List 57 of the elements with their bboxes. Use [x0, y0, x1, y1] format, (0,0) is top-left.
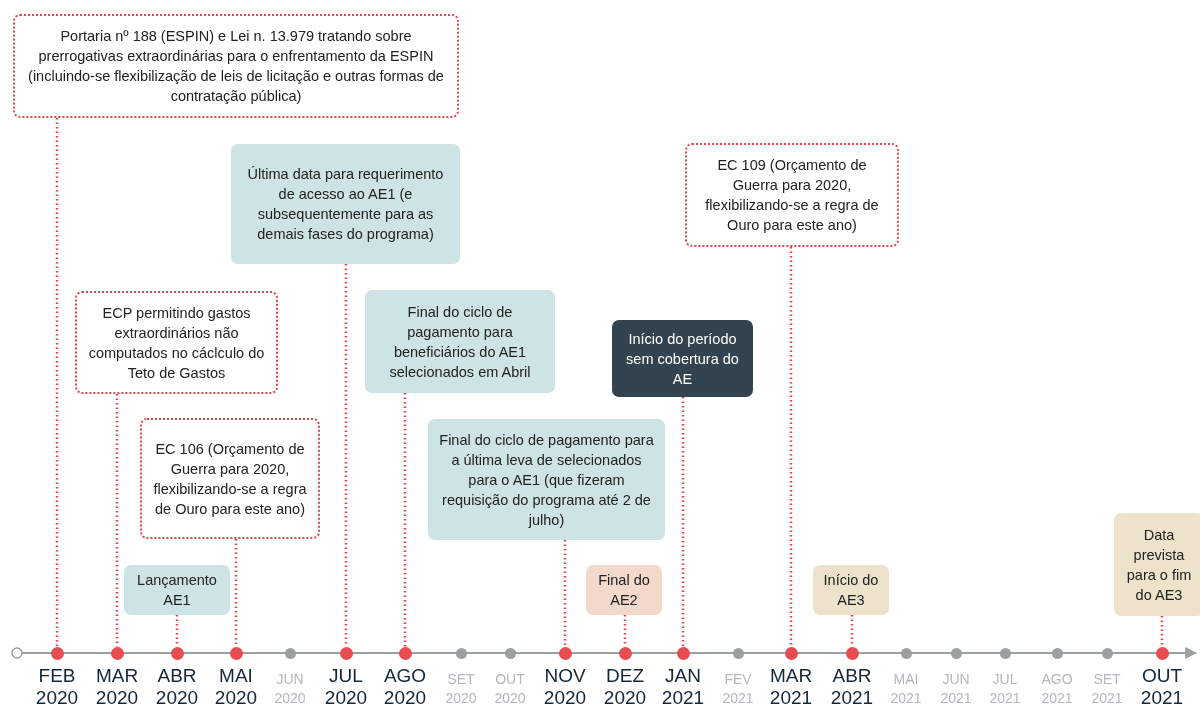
leader-line	[563, 540, 567, 647]
leader-line	[115, 394, 119, 647]
leader-line	[850, 615, 854, 647]
timeline-dot	[1155, 646, 1169, 660]
month-label: MAR 2020	[95, 665, 139, 708]
leader-line	[55, 118, 59, 647]
event-note: Lançamento AE1	[124, 565, 230, 615]
month-label: NOV 2020	[543, 665, 587, 708]
month-label: MAI 2021	[890, 670, 922, 708]
month-label: JUL 2021	[989, 670, 1021, 708]
event-note: Final do ciclo de pagamento para a última leva de selecionados para o AE1 (que fizeram requisição do programa até 2 de julho)	[428, 419, 665, 540]
event-note: Início do período sem cobertura do AE	[612, 320, 753, 397]
timeline-dot	[845, 646, 859, 660]
timeline-dot	[676, 646, 690, 660]
event-note: Início do AE3	[813, 565, 889, 615]
timeline-dot	[339, 646, 353, 660]
month-label: FEV 2021	[722, 670, 754, 708]
timeline-dot	[170, 646, 184, 660]
event-note: Final do ciclo de pagamento para beneficiários do AE1 selecionados em Abril	[365, 290, 555, 393]
leader-line	[403, 393, 407, 647]
leader-line	[344, 264, 348, 647]
month-label: JUL 2020	[324, 665, 368, 708]
timeline-dot	[784, 646, 798, 660]
event-note: Data prevista para o fim do AE3	[1114, 513, 1200, 616]
event-note: Final do AE2	[586, 565, 662, 615]
event-note: EC 106 (Orçamento de Guerra para 2020, flexibilizando-se a regra de Ouro para este ano)	[140, 418, 320, 539]
month-label: ABR 2021	[830, 665, 874, 708]
leader-line	[1160, 616, 1164, 647]
leader-line	[623, 615, 627, 647]
leader-line	[175, 615, 179, 647]
month-label: OUT 2021	[1140, 665, 1184, 708]
event-note: ECP permitindo gastos extraordinários não computados no cáclculo do Teto de Gastos	[75, 291, 278, 394]
month-label: JUN 2021	[940, 670, 972, 708]
month-label: MAI 2020	[214, 665, 258, 708]
event-note: EC 109 (Orçamento de Guerra para 2020, flexibilizando-se a regra de Ouro para este ano)	[685, 143, 899, 247]
month-label: ABR 2020	[155, 665, 199, 708]
timeline-dot	[229, 646, 243, 660]
month-label: MAR 2021	[769, 665, 813, 708]
month-label: AGO 2021	[1041, 670, 1073, 708]
timeline-dot	[110, 646, 124, 660]
month-label: JAN 2021	[661, 665, 705, 708]
month-label: SET 2021	[1091, 670, 1123, 708]
month-label: DEZ 2020	[603, 665, 647, 708]
event-note: Portaria nº 188 (ESPIN) e Lei n. 13.979 tratando sobre prerrogativas extraordinárias para o enfrentamento da ESPIN (incluindo-se flexibilização de leis de licitação e outras formas de contratação pública)	[13, 14, 459, 118]
month-label: AGO 2020	[383, 665, 427, 708]
timeline-dot	[558, 646, 572, 660]
timeline-dot	[618, 646, 632, 660]
leader-line	[681, 397, 685, 647]
event-note: Última data para requerimento de acesso ao AE1 (e subsequentemente para as demais fases do programa)	[231, 144, 460, 264]
month-label: FEB 2020	[35, 665, 79, 708]
month-label: JUN 2020	[274, 670, 306, 708]
month-label: SET 2020	[445, 670, 477, 708]
leader-line	[789, 247, 793, 647]
timeline-dot	[50, 646, 64, 660]
month-label: OUT 2020	[494, 670, 526, 708]
leader-line	[234, 539, 238, 647]
timeline-dot	[398, 646, 412, 660]
